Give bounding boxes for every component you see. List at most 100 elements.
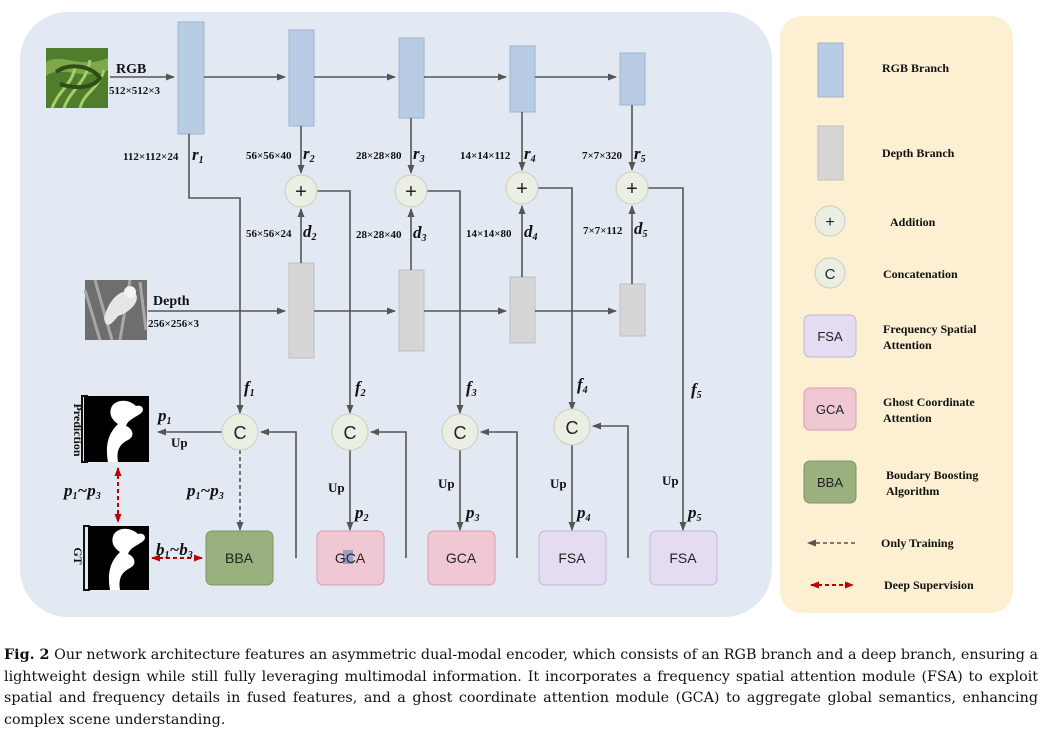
rgb-block-5: [619, 52, 646, 106]
svg-text:112×112×24: 112×112×24: [123, 151, 179, 163]
depth-feature-5: 7×7×112 d5: [583, 219, 648, 240]
depth-input-label: Depth: [153, 294, 190, 309]
legend-addition-label: Addition: [890, 215, 936, 229]
up-label-1: Up: [171, 435, 188, 450]
pred-label-2: p2: [353, 503, 369, 524]
fused-label-3: f3: [466, 378, 477, 399]
adder-5: +: [615, 171, 649, 205]
range-p-label-center: p1~p3: [185, 481, 224, 502]
rgb-feature-3: 28×28×80 r3: [356, 144, 425, 165]
svg-text:d2: d2: [303, 222, 317, 243]
rgb-block-4: [509, 45, 536, 113]
legend-bba-swatch: BBA: [803, 460, 857, 504]
figure-caption: Fig. 2 Our network architecture features…: [4, 645, 1038, 731]
svg-text:+: +: [516, 178, 528, 200]
svg-text:28×28×80: 28×28×80: [356, 150, 402, 162]
svg-text:GCA: GCA: [446, 550, 477, 566]
legend-addition-icon: +: [814, 205, 846, 237]
adder-3: +: [394, 174, 428, 208]
pred-label-4: p4: [575, 503, 591, 524]
rgb-block-3: [398, 37, 425, 119]
svg-text:+: +: [295, 181, 307, 203]
depth-block-5: [619, 283, 646, 337]
fsa-module-4: FSA: [538, 530, 607, 586]
svg-text:r1: r1: [192, 145, 204, 166]
pred-label-5: p5: [686, 503, 702, 524]
gt-bracket: [83, 525, 90, 591]
legend-depth-swatch: [817, 125, 844, 181]
svg-text:7×7×112: 7×7×112: [583, 225, 623, 237]
svg-text:+: +: [405, 181, 417, 203]
legend-rgb-swatch: [817, 42, 844, 98]
svg-text:d3: d3: [413, 223, 427, 244]
depth-input-image: [83, 279, 148, 341]
range-p-label-left: p1~p3: [62, 481, 101, 502]
up-label-5: Up: [662, 473, 679, 488]
up-label-2: Up: [328, 480, 345, 495]
legend-gca-swatch: GCA: [803, 387, 857, 431]
caption-label: Fig. 2: [4, 647, 50, 663]
rgb-feature-1: 112×112×24 r1: [123, 145, 204, 166]
concat-4: C: [553, 408, 591, 446]
depth-feature-3: 28×28×40 d3: [356, 223, 427, 244]
bba-module: BBA: [205, 530, 274, 586]
svg-text:C: C: [825, 266, 836, 283]
gt-image: [88, 526, 149, 590]
depth-block-4: [509, 276, 536, 344]
legend-gca-label-2: Attention: [883, 411, 932, 425]
legend-rgb-label: RGB Branch: [882, 61, 949, 75]
prediction-label: Prediction: [71, 403, 85, 456]
legend-concat-label: Concatenation: [883, 267, 958, 281]
legend-depth-label: Depth Branch: [882, 146, 955, 160]
gca-module-2: GCA: [316, 530, 385, 586]
depth-feature-4: 14×14×80 d4: [466, 222, 538, 243]
legend-bba-label-1: Boudary Boosting: [886, 468, 978, 482]
concat-3: C: [441, 413, 479, 451]
rgb-feature-4: 14×14×112 r4: [460, 144, 536, 165]
svg-text:d5: d5: [634, 219, 648, 240]
depth-feature-2: 56×56×24 d2: [246, 222, 317, 243]
svg-text:r4: r4: [524, 144, 536, 165]
up-label-4: Up: [550, 476, 567, 491]
main-panel: [20, 12, 772, 617]
gca-module-3: GCA: [427, 530, 496, 586]
legend-fsa-label-2: Attention: [883, 338, 932, 352]
pred-label-3: p3: [464, 503, 480, 524]
legend-only-training-label: Only Training: [881, 536, 954, 550]
caption-text: Our network architecture features an asy…: [4, 647, 1038, 728]
adder-4: +: [505, 171, 539, 205]
legend-bba-label-2: Algorithm: [886, 484, 939, 498]
svg-text:FSA: FSA: [558, 550, 586, 566]
svg-text:56×56×40: 56×56×40: [246, 150, 292, 162]
svg-text:r3: r3: [413, 144, 425, 165]
svg-text:r5: r5: [634, 144, 646, 165]
legend-concat-icon: C: [814, 257, 846, 289]
svg-text:C: C: [454, 423, 467, 443]
depth-block-3: [398, 269, 425, 352]
rgb-input-label: RGB: [116, 62, 146, 77]
gt-label: GT: [71, 547, 85, 564]
rgb-feature-2: 56×56×40 r2: [246, 144, 315, 165]
svg-text:+: +: [825, 214, 834, 231]
rgb-input-size: 512×512×3: [109, 85, 161, 97]
svg-text:C: C: [344, 423, 357, 443]
encoder-arrows: [110, 73, 687, 558]
svg-text:56×56×24: 56×56×24: [246, 228, 292, 240]
fused-label-4: f4: [577, 375, 588, 396]
rgb-block-1: [177, 21, 205, 135]
svg-text:BBA: BBA: [225, 550, 254, 566]
svg-text:r2: r2: [303, 144, 315, 165]
svg-text:14×14×112: 14×14×112: [460, 150, 511, 162]
svg-text:d4: d4: [524, 222, 538, 243]
svg-text:BBA: BBA: [817, 475, 843, 490]
concat-1: C: [221, 413, 259, 451]
svg-text:7×7×320: 7×7×320: [582, 150, 623, 162]
legend-gca-label-1: Ghost Coordinate: [883, 395, 975, 409]
fused-label-1: f1: [244, 378, 255, 399]
fused-label-2: f2: [355, 378, 366, 399]
adder-2: +: [284, 174, 318, 208]
concat-2: C: [331, 413, 369, 451]
depth-input-size: 256×256×3: [148, 318, 200, 330]
pred-label-1: p1: [156, 406, 172, 427]
